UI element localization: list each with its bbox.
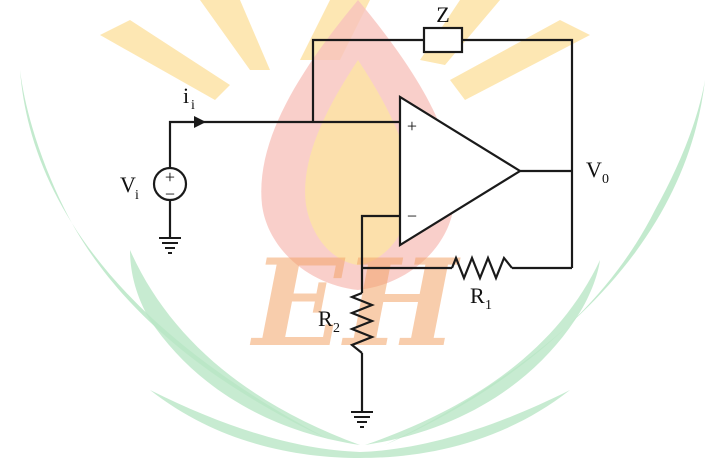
op-amp bbox=[398, 95, 523, 247]
svg-text:i: i bbox=[135, 188, 139, 203]
source-minus-sign: − bbox=[165, 184, 175, 204]
label-v0: V 0 bbox=[586, 157, 609, 187]
svg-text:i: i bbox=[191, 98, 195, 113]
svg-text:V: V bbox=[120, 172, 136, 197]
impedance-z bbox=[422, 26, 464, 54]
opamp-plus-sign: + bbox=[407, 116, 417, 136]
watermark-logo-text: EH bbox=[250, 233, 461, 374]
svg-text:i: i bbox=[183, 83, 189, 108]
watermark-leaf-left-lower bbox=[130, 250, 360, 445]
label-r1: R 1 bbox=[470, 283, 492, 313]
svg-text:1: 1 bbox=[485, 298, 492, 313]
ground-symbol-source bbox=[159, 237, 181, 254]
opamp-minus-sign: − bbox=[407, 206, 417, 226]
wire-z-feedback-left bbox=[311, 38, 424, 122]
label-ii: i i bbox=[183, 83, 195, 113]
circuit: + − + − Z bbox=[120, 2, 609, 428]
svg-text:2: 2 bbox=[333, 321, 340, 336]
svg-text:R: R bbox=[470, 283, 485, 308]
wire-input bbox=[168, 120, 400, 168]
wire-z-feedback-right bbox=[462, 38, 574, 268]
svg-text:0: 0 bbox=[602, 172, 609, 187]
label-z: Z bbox=[436, 2, 449, 27]
svg-text:V: V bbox=[586, 157, 602, 182]
resistor-r1 bbox=[450, 255, 513, 281]
label-vi: V i bbox=[120, 172, 139, 203]
ground-symbol-r2 bbox=[351, 411, 373, 428]
watermark-flame-inner bbox=[305, 60, 411, 265]
watermark-leaf-bottom bbox=[150, 390, 570, 458]
source-plus-sign: + bbox=[165, 167, 175, 187]
label-r2: R 2 bbox=[318, 306, 340, 336]
svg-text:R: R bbox=[318, 306, 333, 331]
resistor-r2 bbox=[349, 291, 375, 354]
current-arrow-icon bbox=[194, 116, 206, 128]
wire-inverting-input bbox=[360, 214, 400, 268]
